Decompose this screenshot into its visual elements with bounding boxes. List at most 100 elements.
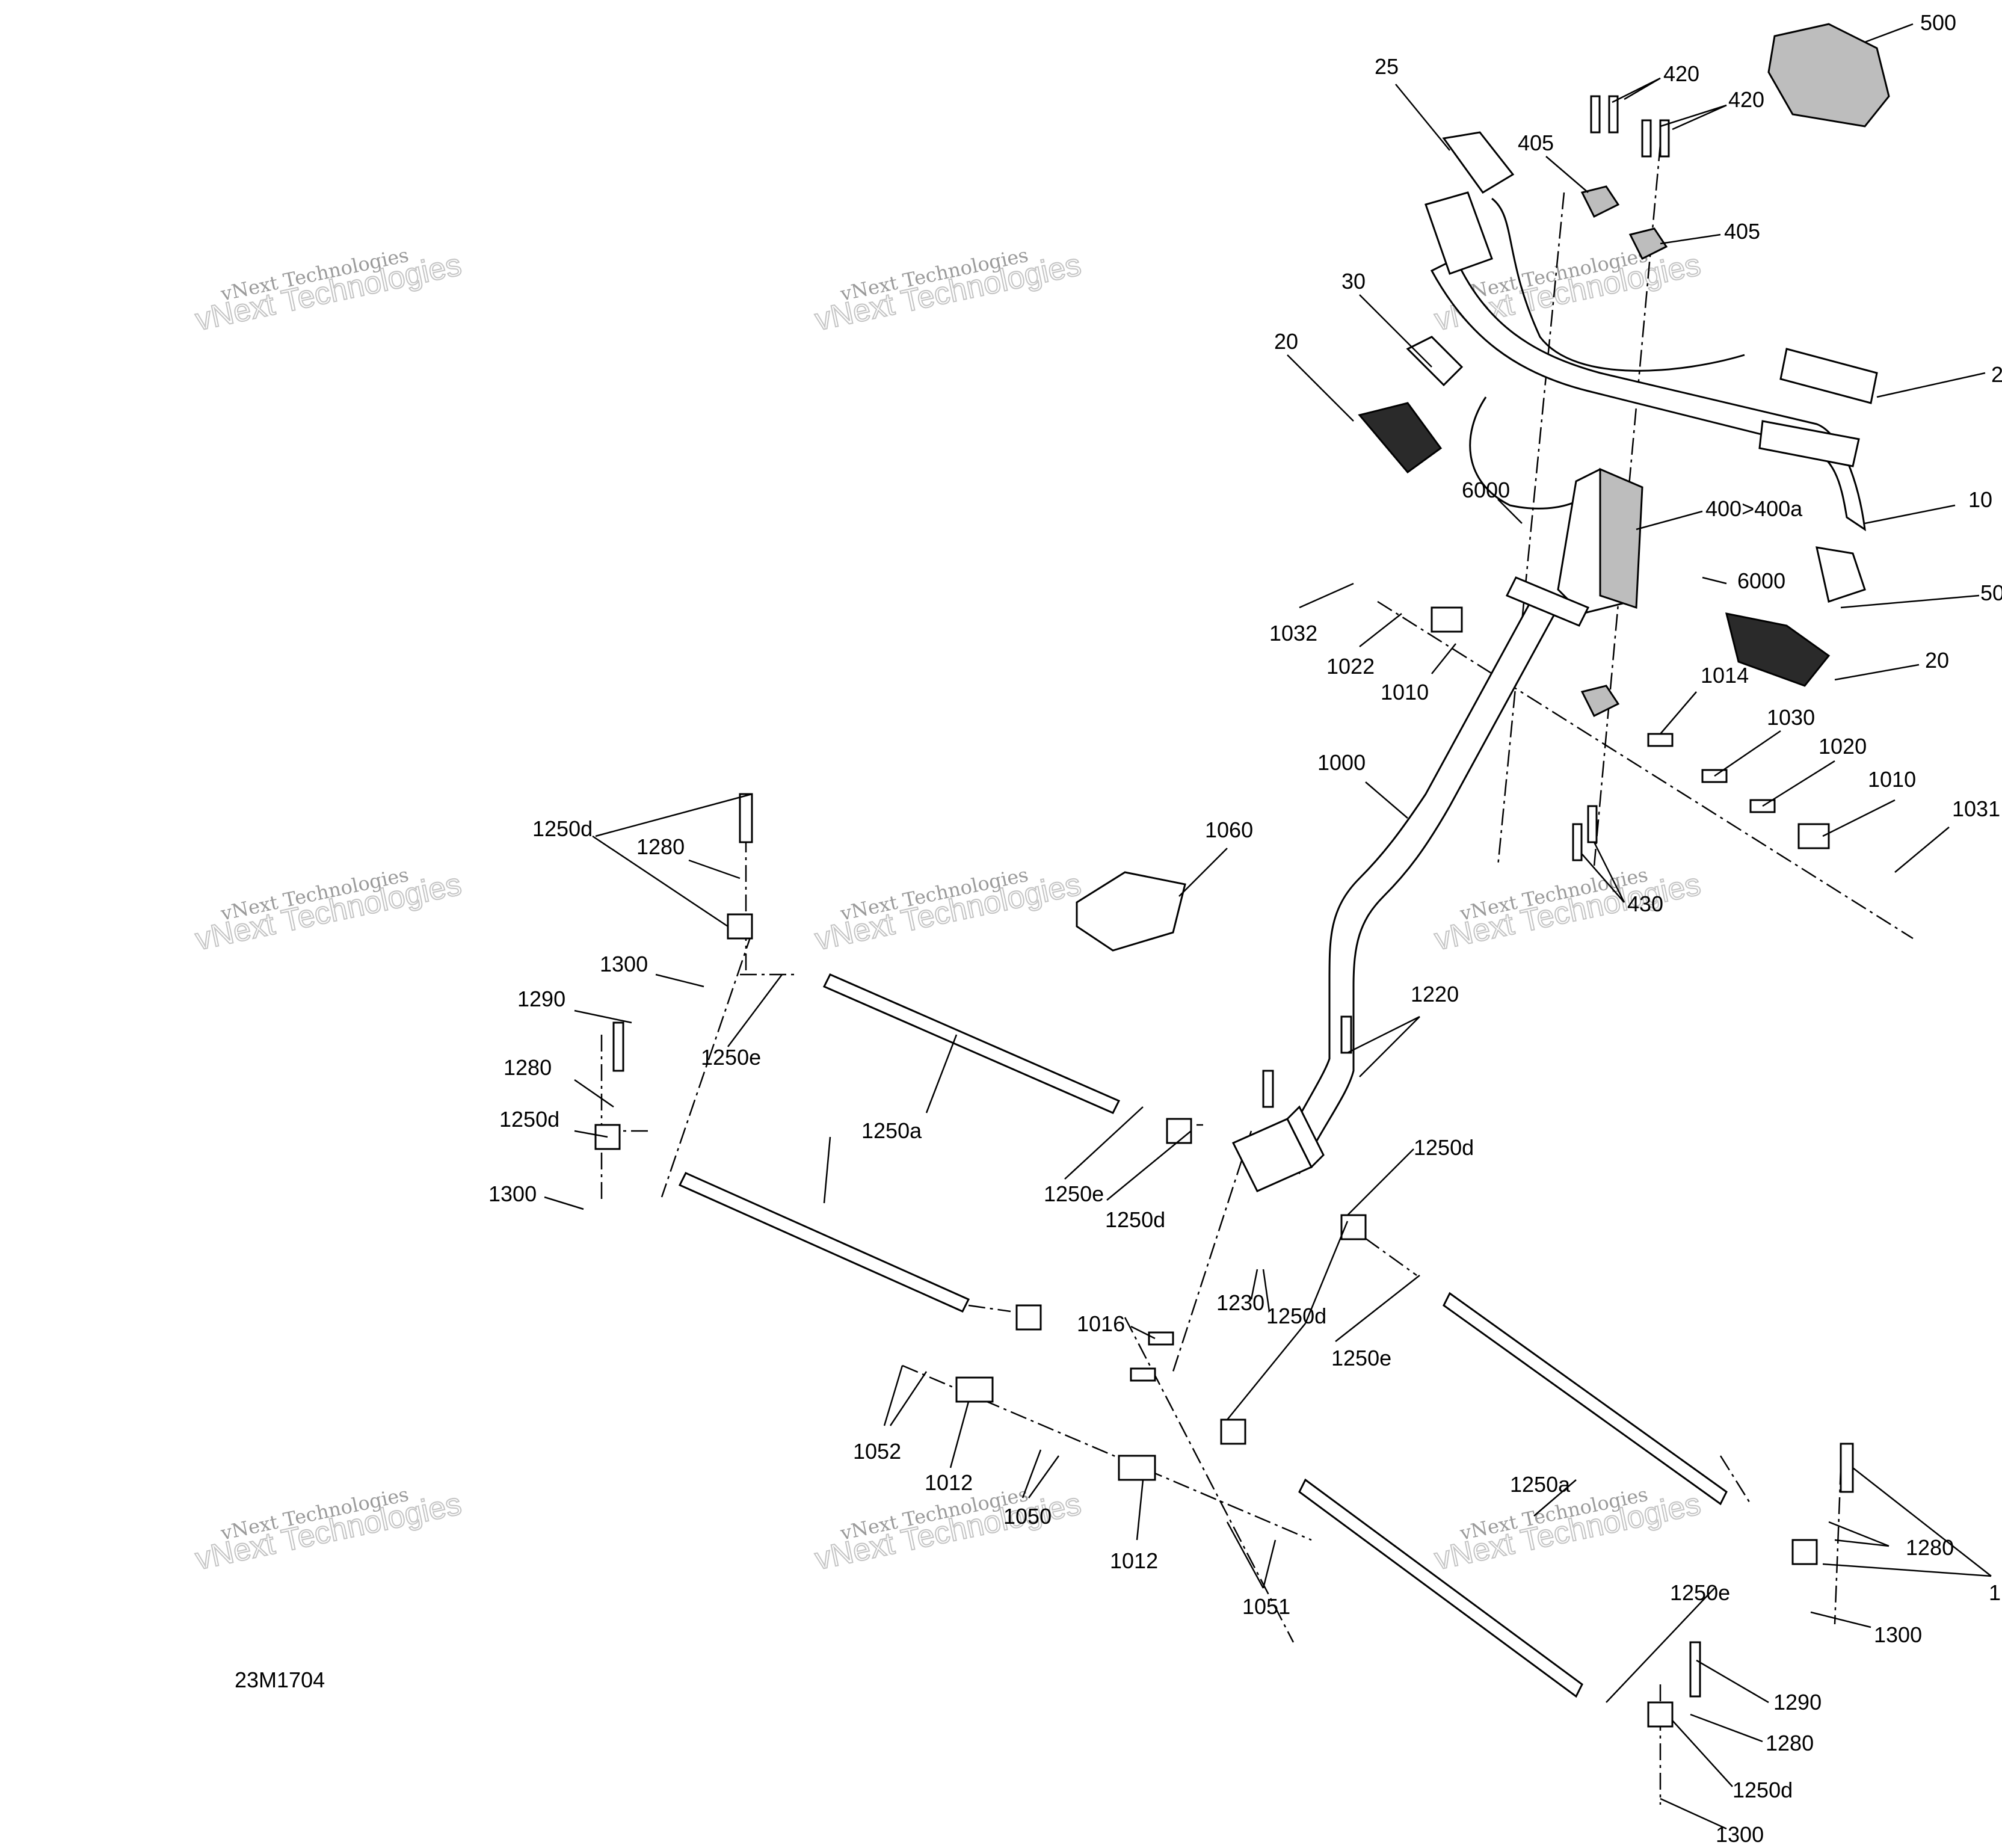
bushing: [1431, 606, 1463, 633]
steering-rods: [678, 973, 1728, 1698]
part-label-50: 50: [1980, 581, 2002, 605]
rod-end: [1791, 1539, 1818, 1565]
ball-stud: [1840, 1443, 1854, 1493]
assembly-axes: [600, 144, 1914, 1805]
handlebar-cover: [1767, 23, 1890, 128]
bolt: [1659, 119, 1670, 158]
grip-right-end: [1816, 546, 1866, 603]
part-label-6000: 6000: [1462, 478, 1510, 502]
steering-rod-upper-right: [1443, 1292, 1728, 1506]
part-label-1250d: 1250d: [499, 1107, 559, 1132]
rod-end: [1015, 1304, 1042, 1331]
bracket-1012: [955, 1376, 994, 1403]
riser-assembly: [1557, 95, 1670, 861]
sleeve: [1647, 733, 1674, 747]
bolt: [1641, 119, 1652, 158]
grip-right-lower: [1758, 420, 1860, 467]
throttle-grip-left: [1358, 402, 1443, 474]
part-label-1300: 1300: [1874, 1622, 1922, 1647]
part-label-1300: 1300: [1716, 1822, 1764, 1847]
end-weight-left: [1406, 336, 1464, 387]
part-label-1022: 1022: [1326, 654, 1375, 679]
clamp-lower: [1580, 685, 1620, 718]
heated-grip-left: [1424, 191, 1493, 275]
part-label-1032: 1032: [1269, 621, 1317, 645]
column-top-crossbar: [1505, 576, 1590, 627]
bolt: [1572, 823, 1583, 861]
part-label-1050: 1050: [1003, 1504, 1052, 1529]
steering-column: [1231, 576, 1590, 1192]
part-label-1280: 1280: [636, 834, 685, 859]
steering-rod-lower-left: [678, 1172, 970, 1313]
throttle-grip-right: [1725, 612, 1831, 687]
part-label-1250d: 1250d: [1414, 1135, 1474, 1160]
clamp-upper-left: [1580, 185, 1620, 218]
clamp-upper-right: [1628, 227, 1668, 260]
part-label-2: 2: [1991, 362, 2002, 387]
grip-right-upper: [1779, 348, 1878, 404]
part-label-10: 10: [1968, 487, 1992, 512]
part-label-405: 405: [1724, 219, 1760, 244]
watermark: vNext Technologies vNext Technologies: [192, 863, 465, 958]
bolt: [1262, 1070, 1274, 1108]
part-label-1290: 1290: [1773, 1690, 1822, 1714]
part-label-1250d: 1250d: [1105, 1207, 1165, 1232]
part-label-20: 20: [1925, 648, 1949, 673]
steering-pad: [1076, 871, 1186, 952]
part-label-1290: 1290: [517, 987, 565, 1011]
handlebar-assembly: [1358, 131, 1878, 687]
part-label-1010: 1010: [1381, 680, 1429, 704]
part-label-1250a: 1250a: [861, 1118, 922, 1143]
part-label-1031: 1031: [1952, 796, 2000, 821]
part-label-1060: 1060: [1205, 818, 1253, 842]
bolt: [1689, 1641, 1701, 1698]
part-label-1250a: 1250a: [1510, 1472, 1571, 1497]
part-label-400-400a: 400>400a: [1705, 496, 1803, 521]
part-label-1300: 1300: [600, 952, 648, 976]
bracket-1012: [1118, 1455, 1156, 1481]
part-label-1300: 1300: [488, 1181, 537, 1206]
part-label-30: 30: [1341, 269, 1366, 294]
part-label-420: 420: [1663, 61, 1699, 86]
riser-block-side: [1599, 467, 1643, 609]
part-label-1250e: 1250e: [1331, 1346, 1391, 1370]
bolt: [1608, 95, 1619, 134]
part-label-1250d: 1250d: [1732, 1778, 1793, 1802]
steering-rod-upper-left: [822, 973, 1121, 1114]
bolt: [1590, 95, 1601, 134]
part-label-1280: 1280: [1906, 1535, 1954, 1560]
part-label-1010: 1010: [1868, 767, 1916, 792]
part-label-1250e: 1250e: [1044, 1181, 1104, 1206]
part-label-1250e: 1250e: [1670, 1580, 1730, 1605]
pin: [1130, 1367, 1156, 1382]
part-label-1: 1: [1989, 1580, 2001, 1605]
part-label-25: 25: [1375, 54, 1399, 79]
part-label-430: 430: [1627, 892, 1663, 916]
steering-rod-lower-right: [1298, 1478, 1583, 1698]
diagram-code: 23M1704: [235, 1668, 325, 1692]
rod-end: [1220, 1418, 1246, 1445]
watermark: vNext Technologies vNext Technologies: [812, 244, 1085, 339]
pin: [1148, 1331, 1174, 1346]
watermark: vNext Technologies vNext Technologies: [192, 244, 465, 339]
part-label-1012: 1012: [925, 1470, 973, 1495]
part-label-1012: 1012: [1110, 1548, 1158, 1573]
handlebar: [1430, 257, 1866, 532]
watermark: vNext Technologies vNext Technologies: [812, 863, 1085, 958]
small-hardware: [594, 606, 1854, 1728]
part-label-1000: 1000: [1317, 750, 1366, 775]
part-label-1280: 1280: [1766, 1731, 1814, 1755]
part-label-1250d: 1250d: [532, 816, 593, 841]
rod-end: [1166, 1118, 1192, 1144]
bolt: [1587, 805, 1598, 843]
column-support-brace: [1286, 1105, 1325, 1169]
part-label-1020: 1020: [1819, 734, 1867, 759]
part-label-1051: 1051: [1242, 1594, 1290, 1619]
grip-heat-element: [1442, 131, 1515, 194]
part-label-1230: 1230: [1216, 1290, 1264, 1315]
bolt: [1340, 1015, 1352, 1054]
part-label-1250e: 1250e: [701, 1045, 761, 1070]
rod-end: [727, 913, 753, 940]
part-label-420: 420: [1728, 87, 1764, 112]
